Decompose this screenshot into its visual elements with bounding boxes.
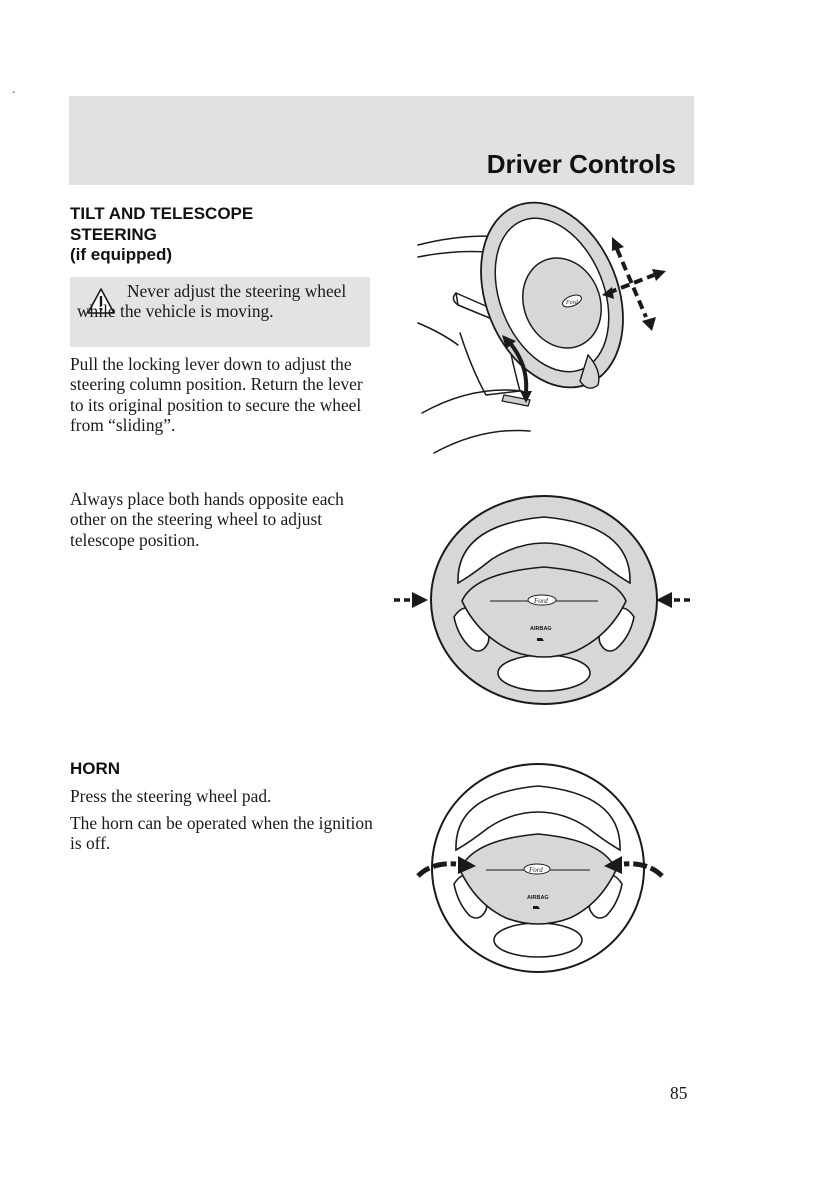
horn-wheel-logo: Ford <box>528 866 543 874</box>
warning-triangle-icon <box>87 288 115 314</box>
tilt-heading-line1: TILT AND TELESCOPE <box>70 204 254 223</box>
horn-wheel-illustration: Ford AIRBAG <box>416 763 664 973</box>
telescope-wheel-illustration: Ford AIRBAG <box>394 495 690 705</box>
horn-wheel-airbag-label: AIRBAG <box>527 895 549 901</box>
telescope-wheel-logo: Ford <box>533 597 548 605</box>
telescope-wheel-airbag-label: AIRBAG <box>530 626 552 632</box>
section-header: Driver Controls <box>69 96 694 185</box>
horn-instruction: Press the steering wheel pad. <box>70 786 272 806</box>
hands-instruction: Always place both hands opposite each ot… <box>70 489 344 550</box>
warning-box: Never adjust the steering wheel while th… <box>70 277 370 347</box>
warning-text: Never adjust the steering wheel while th… <box>77 281 347 322</box>
lever-instructions: Pull the locking lever down to adjust th… <box>70 354 363 435</box>
tilt-heading-line3: (if equipped) <box>70 245 172 264</box>
corner-mark: - <box>12 87 16 98</box>
tilt-telescope-heading: TILT AND TELESCOPE STEERING (if equipped… <box>70 204 253 266</box>
steering-column-logo: Ford <box>565 300 579 306</box>
horn-note: The horn can be operated when the igniti… <box>70 813 373 854</box>
page-number: 85 <box>670 1083 688 1103</box>
section-title: Driver Controls <box>486 149 676 179</box>
horn-heading: HORN <box>70 759 121 778</box>
steering-column-illustration: Ford <box>417 201 666 454</box>
tilt-heading-line2: STEERING <box>70 224 157 244</box>
